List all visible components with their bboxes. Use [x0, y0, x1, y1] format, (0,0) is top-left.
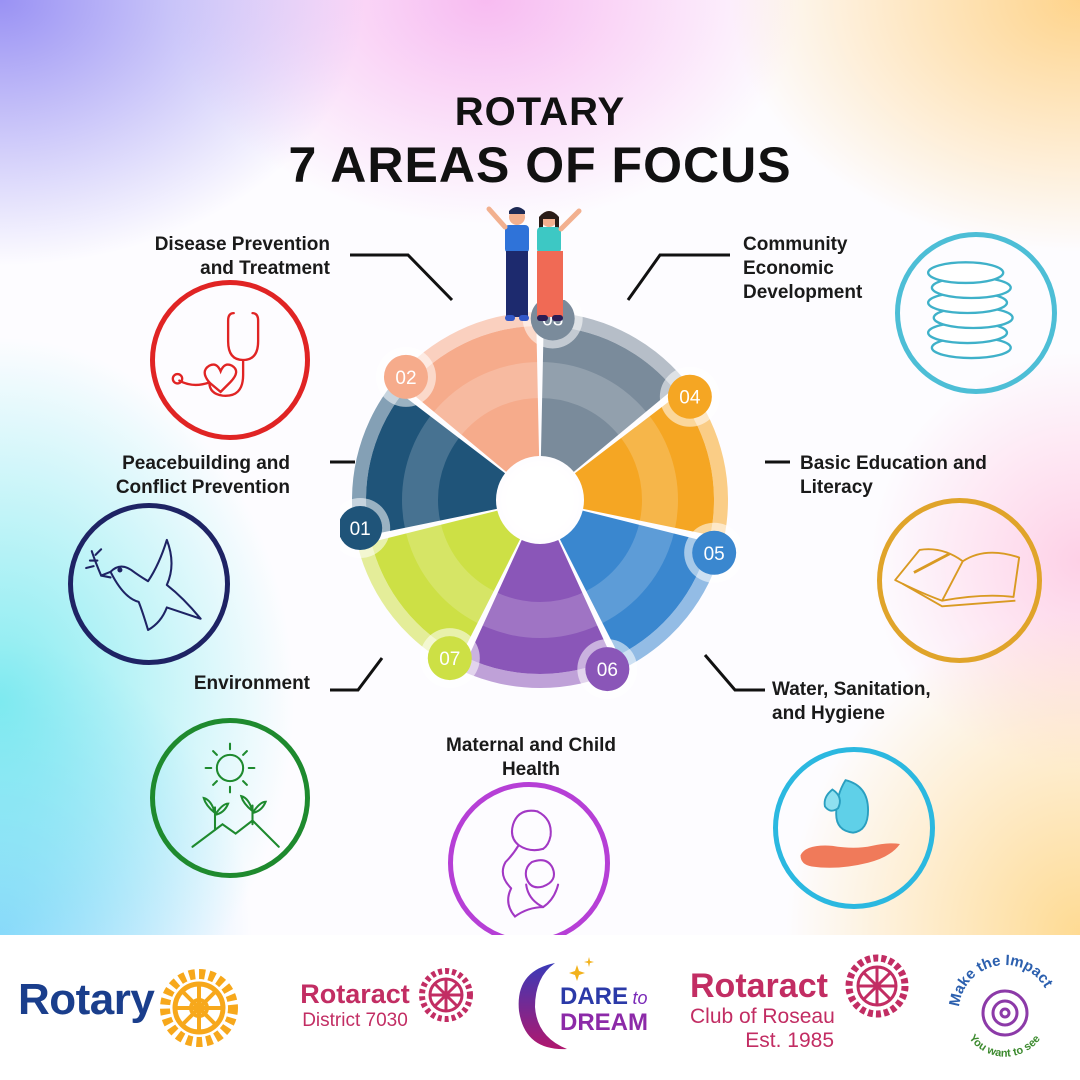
rotary-wheel-icon — [160, 969, 238, 1047]
peace-circle — [68, 503, 230, 665]
badge-fill — [585, 647, 630, 692]
water-hand-icon — [800, 779, 900, 868]
wheel-segment-04 — [574, 394, 714, 536]
wheel-badge-06: 06 — [577, 639, 638, 700]
rotaract-district-subtitle: District 7030 — [302, 1010, 408, 1031]
mother-child-icon — [501, 809, 560, 918]
wheel-hub — [501, 461, 579, 539]
label-line: Peacebuilding and — [122, 453, 290, 474]
dare-to-dream-logo — [518, 957, 594, 1050]
svg-text:Make the Impact: Make the Impact — [946, 952, 1056, 1008]
rotary-wordmark: Rotary — [18, 975, 155, 1024]
stethoscope-icon — [171, 311, 260, 397]
maternal-circle — [448, 782, 610, 944]
badge-number: 04 — [679, 388, 701, 409]
label-line: Maternal and Child — [446, 735, 616, 756]
label-maternal-child: Maternal and Child Health — [420, 734, 642, 782]
wheel-band-04 — [678, 385, 728, 538]
label-line: Health — [501, 759, 561, 780]
environment-circle — [150, 718, 310, 878]
rotaract-district-wheel-icon — [419, 968, 473, 1022]
label-community-economic: Community Economic Development — [743, 233, 923, 305]
wheel-segment-06 — [467, 540, 613, 674]
dare-wordmark: DARE — [560, 983, 629, 1010]
rotaract-roseau-wheel-icon — [845, 954, 909, 1018]
badge-fill — [667, 374, 712, 419]
wheel-segment-07 — [371, 510, 521, 656]
disease-circle — [150, 280, 310, 440]
wheel-badge-02: 02 — [375, 346, 436, 407]
rotaract-district-logo: Rotaract District 7030 — [290, 979, 420, 1032]
badge-fill — [692, 530, 737, 575]
label-line: Literacy — [800, 477, 873, 498]
wheel-band-06 — [461, 658, 619, 688]
label-peacebuilding: Peacebuilding and Conflict Prevention — [60, 452, 290, 500]
dare-to-dream-text: DARE to DREAM — [560, 983, 670, 1035]
dove-icon — [85, 538, 202, 632]
label-disease-prevention: Disease Prevention and Treatment — [100, 233, 330, 281]
label-line: Community — [743, 234, 848, 255]
people-illustration — [486, 206, 582, 321]
badge-number: 07 — [439, 649, 460, 670]
label-line: Water, Sanitation, — [772, 679, 931, 700]
education-circle — [877, 498, 1042, 663]
water-circle — [773, 747, 935, 909]
impact-top-text: Make the Impact — [946, 952, 1056, 1008]
rotaract-roseau-subtitle: Club of Roseau — [690, 1005, 835, 1028]
dare-to-wordmark: to — [632, 988, 648, 1008]
connector-lines — [330, 253, 790, 692]
wheel-badge-04: 04 — [659, 366, 720, 427]
rotaract-roseau-established: Est. 1985 — [745, 1029, 834, 1052]
label-line: Conflict Prevention — [115, 477, 290, 498]
wheel-segment-05 — [559, 510, 709, 656]
badge-fill — [427, 636, 472, 681]
label-line: and Treatment — [200, 258, 330, 279]
wheel-inner-ring — [402, 362, 678, 638]
make-the-impact-logo: Make the Impact You want to see — [946, 952, 1056, 1060]
label-basic-education: Basic Education and Literacy — [800, 452, 1040, 500]
badge-fill — [340, 506, 383, 551]
rotaract-roseau-logo: Rotaract Club of Roseau Est. 1985 — [690, 967, 840, 1053]
label-line: Development — [743, 282, 863, 303]
wheel-segment-02 — [406, 326, 540, 472]
badge-number: 05 — [704, 544, 725, 565]
title-line-2: 7 AREAS OF FOCUS — [288, 137, 792, 193]
sun-plants-icon — [191, 742, 280, 848]
label-line: Basic Education and — [800, 453, 987, 474]
label-line: and Hygiene — [772, 703, 885, 724]
badge-number: 02 — [395, 368, 416, 389]
coins-icon — [926, 261, 1014, 360]
community-circle — [895, 232, 1057, 394]
rotary-logo: Rotary — [18, 975, 155, 1025]
wheel-segment-03 — [540, 326, 674, 472]
wheel-segment-01 — [366, 394, 506, 536]
badge-number: 06 — [597, 660, 618, 681]
badge-fill — [383, 354, 428, 399]
label-environment: Environment — [110, 672, 310, 696]
label-line: Disease Prevention — [154, 234, 330, 255]
wheel-badge-07: 07 — [419, 628, 480, 689]
rotaract-roseau-wordmark: Rotaract — [690, 967, 828, 1005]
wheel-badge-01: 01 — [340, 498, 391, 559]
dream-wordmark: DREAM — [560, 1009, 648, 1036]
title-line-1: ROTARY — [454, 90, 626, 134]
label-water-sanitation: Water, Sanitation, and Hygiene — [772, 678, 992, 726]
badge-number: 01 — [350, 519, 371, 540]
wheel-badge-05: 05 — [684, 522, 740, 583]
rotaract-district-wordmark: Rotaract — [300, 979, 410, 1009]
book-icon — [894, 548, 1021, 608]
label-line: Economic — [743, 258, 834, 279]
label-line: Environment — [193, 673, 310, 694]
footer-logos: Rotary Rotaract District 7030 DARE — [0, 935, 1080, 1080]
